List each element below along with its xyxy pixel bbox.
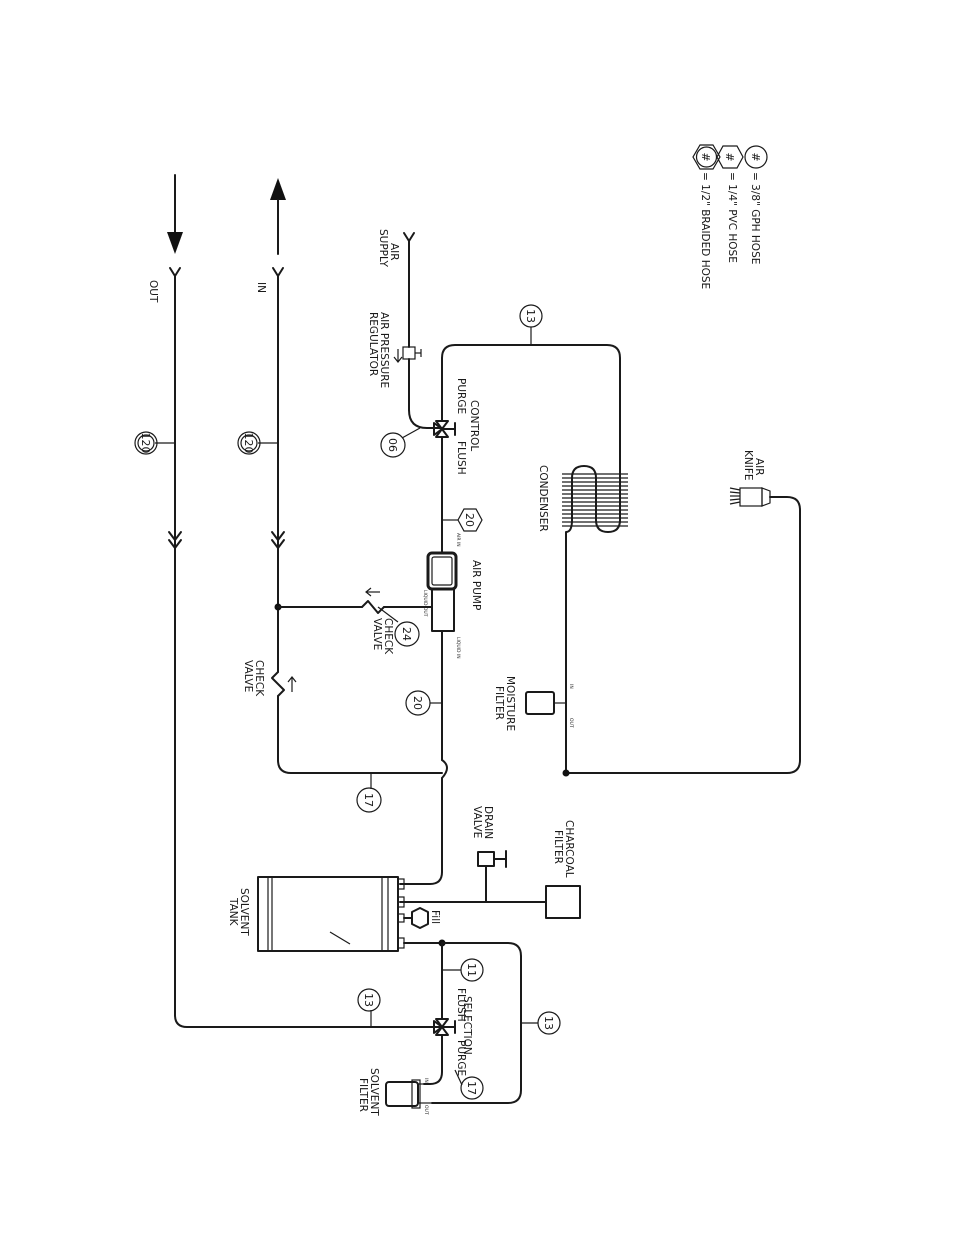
in-label: IN — [255, 282, 267, 293]
selection-label: SELECTION — [461, 996, 473, 1055]
drain-valve-label-2: VALVE — [471, 806, 483, 838]
control-label: CONTROL — [468, 400, 480, 451]
svg-text:17: 17 — [362, 793, 375, 807]
tag-11: 11 — [465, 963, 478, 977]
out-label: OUT — [147, 280, 159, 303]
tag-20-circle: 20 — [405, 690, 442, 716]
air-knife-label-1: AIR — [753, 458, 765, 476]
svg-text:LIQUID OUT: LIQUID OUT — [422, 590, 428, 617]
check-valve-upper: CHECK VALVE 24 — [277, 587, 433, 655]
out-arrow-icon — [167, 232, 183, 254]
flush-bottom-label: FLUSH — [455, 988, 467, 1022]
legend-pvc-text: = 1/4" PVC HOSE — [726, 172, 738, 263]
svg-text:LIQUID IN: LIQUID IN — [455, 637, 461, 659]
charcoal-filter-label-2: FILTER — [552, 830, 564, 864]
air-supply-label-1: AIR — [388, 243, 400, 261]
check-valve-lower-label-1: CHECK — [253, 660, 265, 697]
legend-braided-symbol: # — [692, 144, 721, 170]
out-line: OUT — [147, 174, 443, 1028]
legend-symbol-gph: # — [749, 152, 762, 161]
svg-text:120: 120 — [242, 433, 255, 454]
svg-text:06: 06 — [386, 438, 399, 452]
pipe-crossover — [399, 759, 448, 885]
check-valve-upper-label-2: VALVE — [371, 618, 383, 650]
purge-top-label: PURGE — [455, 378, 467, 414]
in-arrow-icon — [270, 178, 286, 200]
legend-symbol-braided: # — [699, 152, 712, 161]
air-supply: AIR SUPPLY AIR PRESSURE REGULATOR — [367, 229, 443, 429]
tag-13-top: 13 — [524, 309, 537, 323]
svg-text:20: 20 — [411, 696, 424, 710]
selection-valve: SELECTION FLUSH PURGE — [423, 988, 473, 1085]
charcoal-filter-label-1: CHARCOAL — [563, 820, 575, 878]
moisture-filter-label-1: MOISTURE — [504, 676, 516, 731]
svg-text:120: 120 — [139, 433, 152, 454]
svg-text:IN: IN — [568, 684, 574, 689]
tag-13-left: 13 — [362, 993, 375, 1007]
svg-text:17: 17 — [465, 1081, 478, 1095]
condenser: CONDENSER — [537, 465, 628, 701]
air-regulator-label-1: AIR PRESSURE — [378, 312, 390, 388]
drain-valve-label-1: DRAIN — [482, 806, 494, 839]
tag-120-in: 120 — [237, 431, 278, 455]
tag-17-main: 17 — [356, 773, 382, 813]
hose-legend: # # # = 3/8" GPH HOSE = 1/4" PVC HOSE = … — [692, 144, 768, 289]
tag-06: 06 — [380, 427, 421, 458]
tag-120-out: 120 — [134, 431, 175, 455]
tag-20-hex: 20 — [457, 508, 483, 532]
legend-braided-text: = 1/2" BRAIDED HOSE — [699, 172, 711, 289]
svg-text:20: 20 — [463, 513, 476, 527]
air-knife-label-2: KNIFE — [742, 450, 754, 481]
fill-label: Fill — [429, 910, 441, 924]
legend-pvc-symbol: # — [716, 145, 744, 169]
legend-gph-symbol: # — [744, 145, 768, 169]
tag-17-bottom: 17 — [454, 1069, 484, 1100]
moisture-filter: IN OUT MOISTURE FILTER — [493, 676, 574, 777]
drain-and-charcoal: DRAIN VALVE CHARCOAL FILTER — [399, 806, 581, 919]
flush-top-label: FLUSH — [455, 441, 467, 475]
solvent-filter: IN OUT SOLVENT FILTER — [357, 1068, 432, 1116]
top-loop: 13 — [441, 304, 621, 471]
air-pump-label: AIR PUMP — [470, 560, 482, 610]
solvent-filter-label-1: SOLVENT — [368, 1068, 380, 1116]
svg-text:OUT: OUT — [423, 1105, 429, 1115]
air-regulator-label-2: REGULATOR — [367, 312, 379, 376]
check-valve-lower: CHECK VALVE — [242, 660, 297, 697]
legend-gph-text: = 3/8" GPH HOSE — [749, 172, 761, 264]
legend-symbol-pvc: # — [723, 152, 736, 161]
in-line: IN — [255, 178, 443, 774]
svg-text:IN: IN — [423, 1078, 429, 1083]
air-knife: AIR KNIFE — [565, 450, 801, 774]
tag-13-right: 13 — [542, 1016, 555, 1030]
tag-24: 24 — [400, 627, 413, 641]
check-valve-lower-label-2: VALVE — [242, 660, 254, 692]
air-pump: 20 AIR IN LIQUID OUT LIQUID IN AIR PUMP — [422, 508, 483, 761]
solvent-tank: Fill SOLVENT TANK — [227, 876, 441, 952]
moisture-filter-label-2: FILTER — [493, 686, 505, 720]
solvent-tank-label-2: TANK — [227, 897, 239, 927]
solvent-filter-label-2: FILTER — [357, 1078, 369, 1112]
solvent-tank-label-1: SOLVENT — [238, 888, 250, 936]
control-valve: CONTROL PURGE FLUSH — [433, 378, 480, 511]
bottom-loop: 11 13 13 — [357, 939, 561, 1104]
air-supply-label-2: SUPPLY — [377, 229, 389, 267]
condenser-label: CONDENSER — [537, 465, 549, 532]
purge-bottom-label: PURGE — [455, 1040, 467, 1076]
check-valve-upper-label-1: CHECK — [382, 618, 394, 655]
svg-text:OUT: OUT — [568, 718, 574, 728]
svg-text:AIR IN: AIR IN — [455, 533, 461, 547]
